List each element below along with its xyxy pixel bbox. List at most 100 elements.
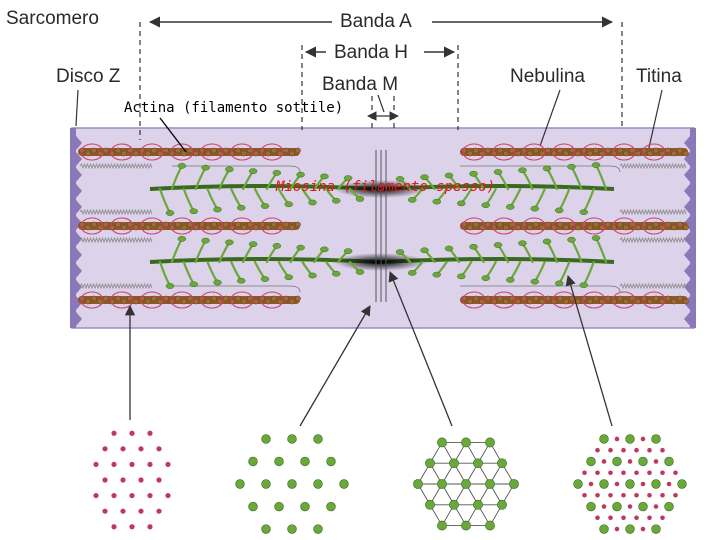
cross-pointer-h bbox=[299, 305, 371, 427]
actin-bead bbox=[181, 298, 187, 305]
myosin-dot bbox=[425, 499, 435, 510]
z-disc-pointer bbox=[75, 89, 79, 127]
myosin-head bbox=[518, 167, 527, 174]
myosin-dot bbox=[599, 479, 609, 489]
actin-bead bbox=[467, 298, 473, 305]
actin-bead bbox=[533, 295, 539, 302]
actin-bead bbox=[497, 221, 503, 228]
actin-dot bbox=[666, 481, 672, 487]
nebulin-loop bbox=[612, 291, 636, 309]
myosin-dot bbox=[300, 456, 310, 467]
actin-bead bbox=[515, 224, 521, 231]
actin-dot bbox=[156, 477, 162, 483]
band-m-pointer bbox=[377, 94, 385, 113]
z-disc-right bbox=[690, 128, 696, 328]
actin-bead bbox=[605, 221, 611, 228]
actin-bead bbox=[283, 147, 289, 154]
actin-bead bbox=[527, 298, 533, 305]
actin-bead bbox=[91, 221, 97, 228]
actin-dot bbox=[621, 515, 626, 521]
myosin-head bbox=[408, 197, 417, 203]
actin-bead bbox=[121, 298, 127, 305]
myosin-dot bbox=[300, 501, 310, 512]
actin-bead bbox=[497, 147, 503, 154]
myosin-head bbox=[320, 246, 329, 253]
actin-dot bbox=[147, 461, 153, 468]
myosin-head bbox=[272, 170, 282, 176]
myosin-head bbox=[225, 166, 234, 173]
myosin-dot bbox=[573, 479, 583, 489]
actin-filament bbox=[78, 291, 301, 309]
myosin-head bbox=[343, 175, 353, 181]
actin-bead bbox=[241, 150, 247, 157]
myosin-head bbox=[567, 236, 576, 243]
actin-bead bbox=[115, 295, 121, 302]
myosin-head bbox=[189, 208, 198, 215]
actin-filaments bbox=[78, 143, 689, 309]
actin-bead bbox=[85, 150, 91, 157]
nebulin-loop bbox=[230, 291, 254, 309]
myosin-head bbox=[469, 243, 478, 250]
cross-pointer-m bbox=[388, 271, 453, 427]
actin-dot bbox=[129, 461, 135, 468]
actin-bead bbox=[133, 298, 139, 305]
nebulin-loop bbox=[230, 143, 254, 161]
actin-dot bbox=[601, 459, 607, 464]
actin-bead bbox=[623, 224, 629, 231]
actin-dot bbox=[608, 470, 613, 476]
actin-dot bbox=[129, 492, 135, 499]
actin-bead bbox=[605, 147, 611, 154]
myosin-head bbox=[213, 279, 222, 286]
actin-bead bbox=[533, 221, 539, 228]
myosin-head bbox=[530, 205, 539, 212]
actin-bead bbox=[85, 224, 91, 231]
actin-bead bbox=[271, 147, 277, 154]
myosin-head bbox=[272, 243, 282, 249]
actin-bead bbox=[175, 221, 181, 228]
z-disc-tooth bbox=[684, 136, 690, 150]
actin-bead bbox=[223, 147, 229, 154]
myosin-dot bbox=[261, 434, 271, 444]
actin-bead bbox=[593, 221, 599, 228]
actin-bead bbox=[563, 224, 569, 231]
myosin-head bbox=[284, 274, 293, 281]
actin-bead bbox=[653, 221, 659, 228]
myosin-dot bbox=[449, 458, 459, 469]
myosin-head bbox=[213, 206, 222, 213]
actin-dot bbox=[634, 447, 639, 453]
myosin-head bbox=[177, 236, 187, 242]
nebulin-loop bbox=[200, 143, 224, 161]
actin-label: Actina (filamento sottile) bbox=[124, 100, 343, 116]
myosin-head bbox=[506, 277, 515, 283]
myosin-head bbox=[189, 281, 198, 288]
actin-dot bbox=[120, 508, 126, 514]
actin-bead bbox=[653, 147, 659, 154]
actin-bead bbox=[289, 150, 295, 157]
actin-dot bbox=[111, 430, 117, 436]
actin-bead bbox=[557, 221, 563, 228]
actin-bead bbox=[671, 224, 677, 231]
myosin-dot bbox=[586, 501, 596, 512]
myosin-dot bbox=[261, 479, 271, 489]
actin-filament bbox=[460, 291, 689, 309]
actin-dot bbox=[621, 470, 626, 476]
z-disc-right-teeth bbox=[684, 136, 690, 326]
cross-section-actin bbox=[93, 430, 171, 530]
band-h-label-bg bbox=[326, 38, 424, 64]
actin-bead bbox=[575, 150, 581, 157]
actin-bead bbox=[151, 295, 157, 302]
myosin-dot bbox=[638, 456, 648, 467]
actin-dot bbox=[660, 515, 665, 521]
actin-bead bbox=[163, 295, 169, 302]
myosin-head bbox=[201, 164, 210, 171]
actin-dot bbox=[595, 492, 600, 498]
actin-bead bbox=[121, 224, 127, 231]
myosin-dot bbox=[437, 437, 447, 448]
nebulin-loop bbox=[140, 143, 164, 161]
myosin-head bbox=[518, 240, 527, 247]
actin-dot bbox=[640, 436, 646, 442]
actin-bead bbox=[265, 150, 271, 157]
actin-bead bbox=[557, 295, 563, 302]
nebulin-label: Nebulina bbox=[510, 66, 585, 87]
actin-bead bbox=[527, 150, 533, 157]
